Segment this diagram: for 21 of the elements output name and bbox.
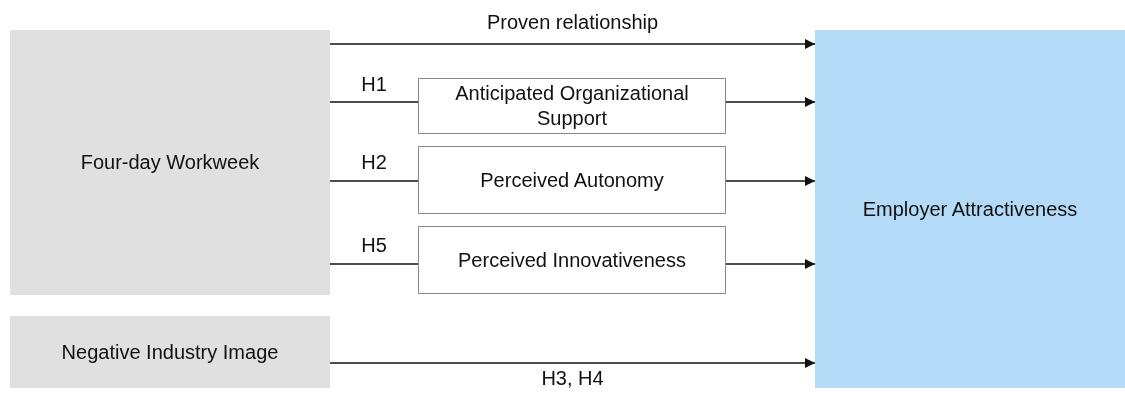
arrow: [329, 38, 816, 50]
mediator-box: [418, 226, 726, 294]
node-label: Employer Attractiveness: [861, 196, 1079, 222]
node-label: Anticipated Organizational Support: [454, 81, 690, 131]
construct-box: [10, 30, 330, 295]
construct-box: [10, 316, 330, 388]
node-label: Perceived Innovativeness: [457, 247, 687, 273]
node-label: Negative Industry Image: [60, 339, 280, 365]
arrow: [329, 357, 816, 369]
mediator-box: [418, 146, 726, 214]
connector-line: [329, 101, 419, 103]
edge-label: Proven relationship: [486, 11, 659, 33]
node-label: Perceived Autonomy: [479, 167, 665, 193]
connector-line: [329, 180, 419, 182]
outcome-box: [815, 30, 1125, 388]
arrow: [725, 96, 816, 108]
node-label: Four-day Workweek: [79, 150, 261, 175]
mediator-box: [418, 78, 726, 134]
connector-line: [329, 263, 419, 265]
arrow: [725, 258, 816, 270]
arrow: [725, 175, 816, 187]
